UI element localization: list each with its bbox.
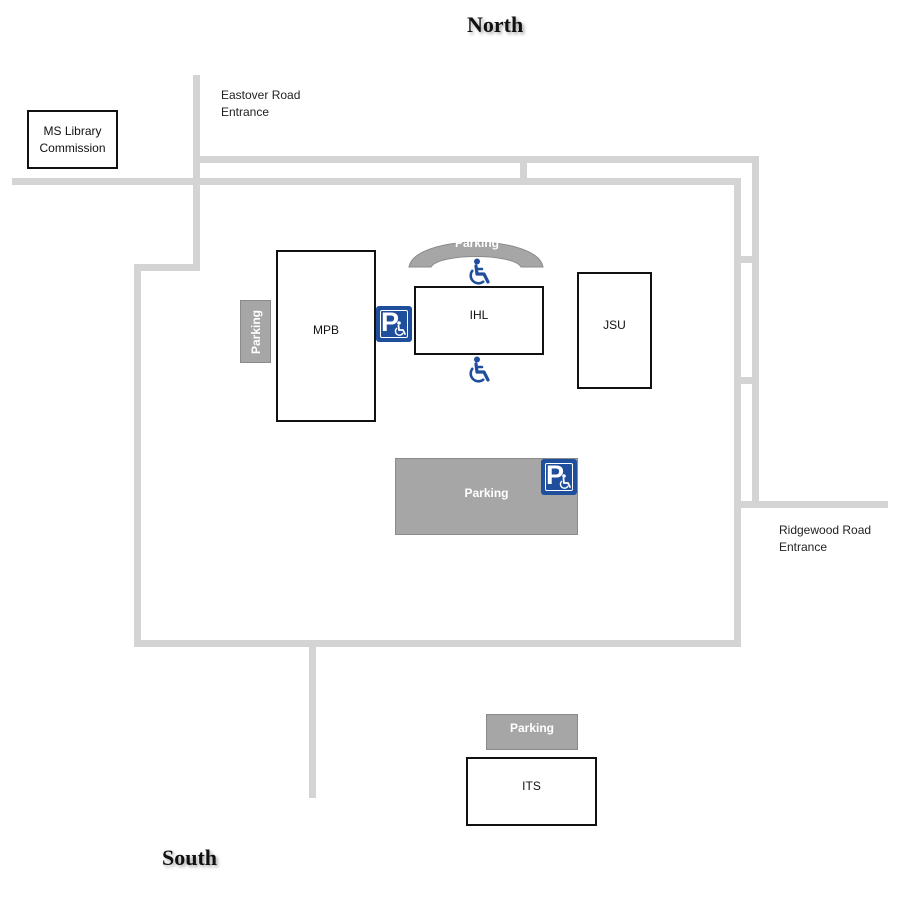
road-north-outer — [193, 156, 759, 163]
parking-center-lot-label: Parking — [464, 485, 509, 500]
south-label: South — [162, 845, 218, 870]
ridgewood-road-entrance-label: Ridgewood Road Entrance — [779, 523, 872, 554]
building-its: ITS — [466, 757, 597, 826]
building-ms-library-commission: MS Library Commission — [27, 110, 118, 169]
building-ihl: IHL — [414, 286, 544, 355]
road-south-inner — [134, 640, 741, 647]
ms-library-label-line2: Commission — [39, 140, 106, 155]
jsu-label: JSU — [603, 317, 626, 332]
parking-north-arc — [408, 241, 544, 268]
road-ridgewood-horizontal — [734, 501, 888, 508]
road-eastover-vertical — [193, 75, 200, 271]
road-west-inner — [134, 264, 141, 647]
wheelchair-icon — [469, 356, 490, 383]
parking-north-arc-label: Parking — [455, 236, 500, 250]
building-mpb: MPB — [276, 250, 376, 422]
its-label: ITS — [522, 779, 541, 793]
mpb-label: MPB — [312, 322, 339, 337]
north-label: North — [467, 12, 524, 37]
eastover-road-entrance-label: Eastover Road Entrance — [221, 88, 301, 119]
road-connector-north — [520, 156, 527, 185]
parking-sign-icon: P — [541, 459, 577, 495]
parking-sign-icon: P — [376, 306, 412, 342]
parking-west-mpb-label: Parking — [248, 309, 263, 354]
road-west-horizontal — [12, 178, 739, 185]
ms-library-label-line1: MS Library — [43, 123, 102, 138]
ihl-label: IHL — [469, 308, 489, 322]
parking-its-lot-label: Parking — [509, 721, 554, 735]
road-east-inner — [734, 178, 741, 647]
road-east-outer — [752, 156, 759, 508]
parking-its-lot: Parking — [486, 714, 578, 750]
road-east-rung-2 — [734, 377, 759, 384]
parking-west-mpb: Parking — [240, 300, 271, 363]
road-west-inner-stub — [134, 264, 200, 271]
road-east-rung-1 — [734, 256, 759, 263]
wheelchair-icon — [469, 258, 490, 285]
building-jsu: JSU — [577, 272, 652, 389]
road-south-vertical — [309, 640, 316, 798]
